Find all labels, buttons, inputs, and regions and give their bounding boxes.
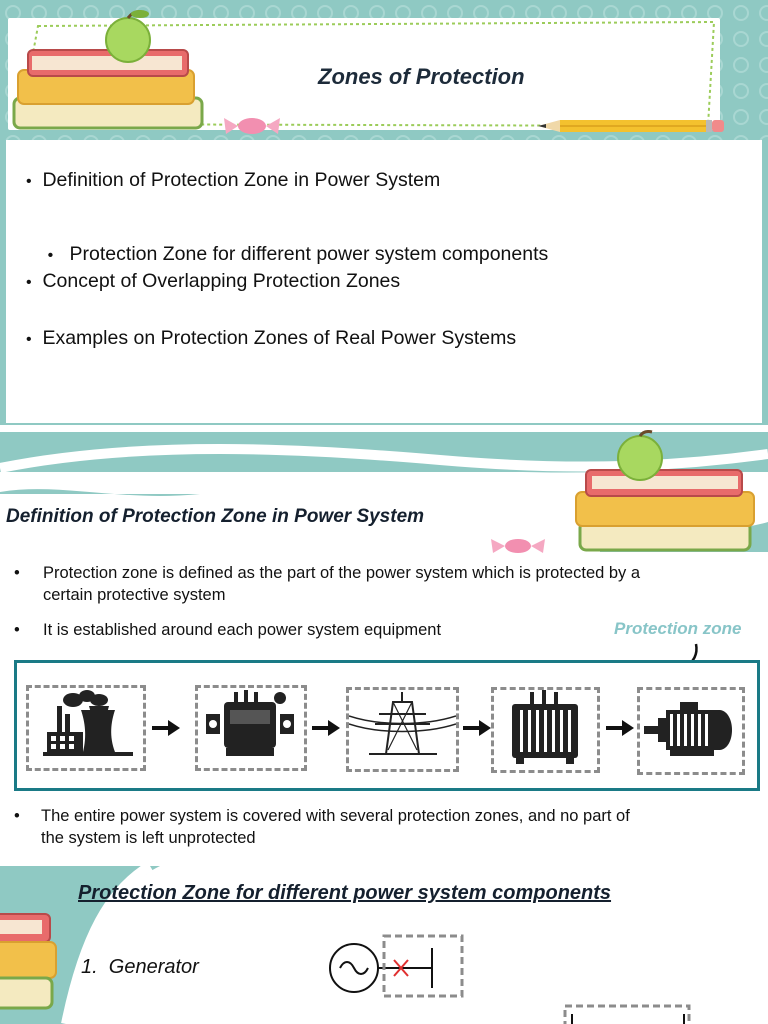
slide-1-content-panel	[6, 140, 762, 423]
candy-icon	[224, 118, 280, 134]
protection-zone-label: Protection zone	[614, 619, 742, 638]
slide-1: Zones of Protection • Definition of Prot…	[0, 0, 768, 425]
slide-1-bullet-4: • Examples on Protection Zones of Real P…	[26, 327, 517, 349]
arrow-right-icon	[606, 720, 634, 736]
slide-2-bullet-2-dot: •	[14, 621, 20, 639]
slide-2-title: Definition of Protection Zone in Power S…	[6, 506, 425, 527]
pencil-icon	[538, 120, 724, 132]
slide-1-bullet-3: • Concept of Overlapping Protection Zone…	[26, 270, 401, 292]
zone-generator	[195, 685, 307, 771]
candy-icon-2	[491, 539, 545, 553]
slide-2-bullet-2: It is established around each power syst…	[43, 621, 442, 639]
slide-2-bullet-1-dot: •	[14, 564, 20, 582]
generator-item-label: 1. Generator	[81, 956, 199, 978]
slide-1-title: Zones of Protection	[318, 64, 525, 89]
zone-motor	[637, 687, 745, 775]
slide-2-bullet-1: Protection zone is defined as the part o…	[43, 564, 641, 604]
next-zone-partial	[563, 1004, 691, 1024]
books-apple-icon	[12, 10, 204, 130]
slide-3-title: Protection Zone for different power syst…	[78, 882, 612, 904]
arrow-right-icon	[312, 720, 340, 736]
zone-transmission-line	[346, 687, 459, 772]
slide-1-bullet-2: • Protection Zone for different power sy…	[47, 243, 549, 265]
generator-icon	[206, 690, 294, 756]
books-icon-3	[0, 913, 57, 1010]
transmission-tower-icon	[348, 692, 457, 755]
arrow-right-icon	[463, 720, 491, 736]
slide-2-header-art	[0, 432, 768, 552]
generator-zone-border	[382, 934, 464, 998]
transformer-icon	[512, 690, 578, 764]
zone-power-plant	[26, 685, 146, 771]
books-apple-icon-2	[575, 430, 755, 552]
slide-1-bullet-1: • Definition of Protection Zone in Power…	[26, 169, 441, 191]
motor-icon	[644, 702, 732, 756]
arrow-right-icon	[152, 720, 180, 736]
zone-transformer	[491, 687, 600, 773]
slide-2-bullet-3-dot: •	[14, 807, 20, 825]
power-plant-icon	[43, 690, 133, 756]
generator-zone-diagram	[329, 934, 464, 998]
slide-2-bullet-3: The entire power system is covered with …	[41, 807, 630, 847]
